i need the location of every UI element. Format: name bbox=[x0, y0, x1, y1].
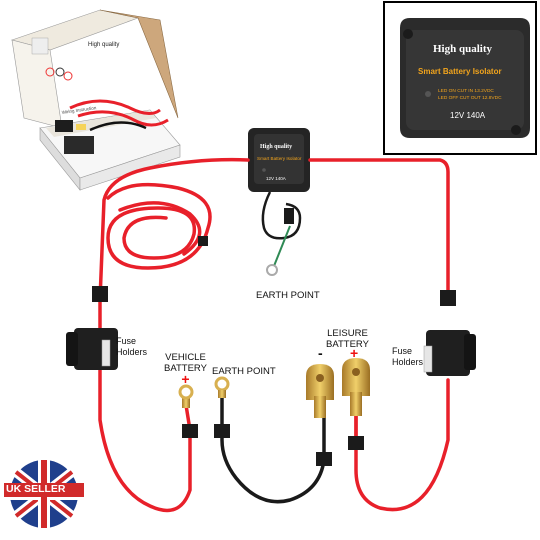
vehicle-battery-terminal bbox=[178, 384, 194, 431]
cable-clips bbox=[92, 236, 456, 466]
earth-point-label-top: EARTH POINT bbox=[256, 290, 320, 301]
uk-flag-badge-icon bbox=[4, 460, 84, 528]
vehicle-battery-label: VEHICLE BATTERY + bbox=[164, 352, 207, 387]
uk-seller-text: UK SELLER bbox=[6, 483, 66, 495]
inset-led-off: LED OFF CUT OUT 12.8VDC bbox=[438, 95, 502, 101]
inset-title: Smart Battery Isolator bbox=[418, 67, 502, 76]
device-rating: 12V 140A bbox=[266, 176, 286, 181]
fuse-holder-left bbox=[66, 328, 118, 370]
device-title: Smart Battery Isolator bbox=[257, 156, 302, 161]
leisure-battery-label: LEISURE BATTERY bbox=[326, 328, 369, 350]
box-caption: Wiring Instruction bbox=[61, 105, 97, 115]
inset-frame bbox=[383, 1, 537, 155]
leisure-line1: LEISURE bbox=[327, 328, 368, 339]
vehicle-line1: VEHICLE bbox=[165, 352, 206, 363]
vehicle-plus-sign: + bbox=[181, 371, 190, 387]
fuse-left-line1: Fuse bbox=[116, 336, 137, 346]
earth-point-label-bottom: EARTH POINT bbox=[212, 366, 276, 377]
fuse-holder-right bbox=[423, 330, 476, 376]
leisure-battery-clamps bbox=[306, 358, 370, 436]
fuse-right-line2: Holders bbox=[392, 357, 424, 367]
inset-led-on: LED ON CUT IN 13.2VDC bbox=[438, 88, 494, 94]
red-wires bbox=[98, 157, 450, 513]
fuse-holders-right-label: Fuse Holders bbox=[392, 346, 423, 368]
fuse-left-line2: Holders bbox=[116, 347, 148, 357]
vehicle-line2: BATTERY bbox=[164, 363, 207, 374]
leisure-minus-sign: - bbox=[318, 345, 323, 361]
inset-brand: High quality bbox=[433, 43, 492, 55]
black-earth-wire bbox=[214, 376, 326, 504]
isolator-unit bbox=[248, 128, 310, 276]
inset-rating: 12V 140A bbox=[450, 111, 486, 120]
leisure-line2: BATTERY bbox=[326, 339, 369, 350]
box-brand: High quality bbox=[88, 42, 119, 48]
leisure-plus-sign: + bbox=[350, 345, 359, 361]
product-box bbox=[10, 9, 181, 191]
device-brand: High quality bbox=[260, 144, 292, 150]
fuse-right-line1: Fuse bbox=[392, 346, 413, 356]
fuse-holders-left-label: Fuse Holders bbox=[116, 336, 147, 358]
